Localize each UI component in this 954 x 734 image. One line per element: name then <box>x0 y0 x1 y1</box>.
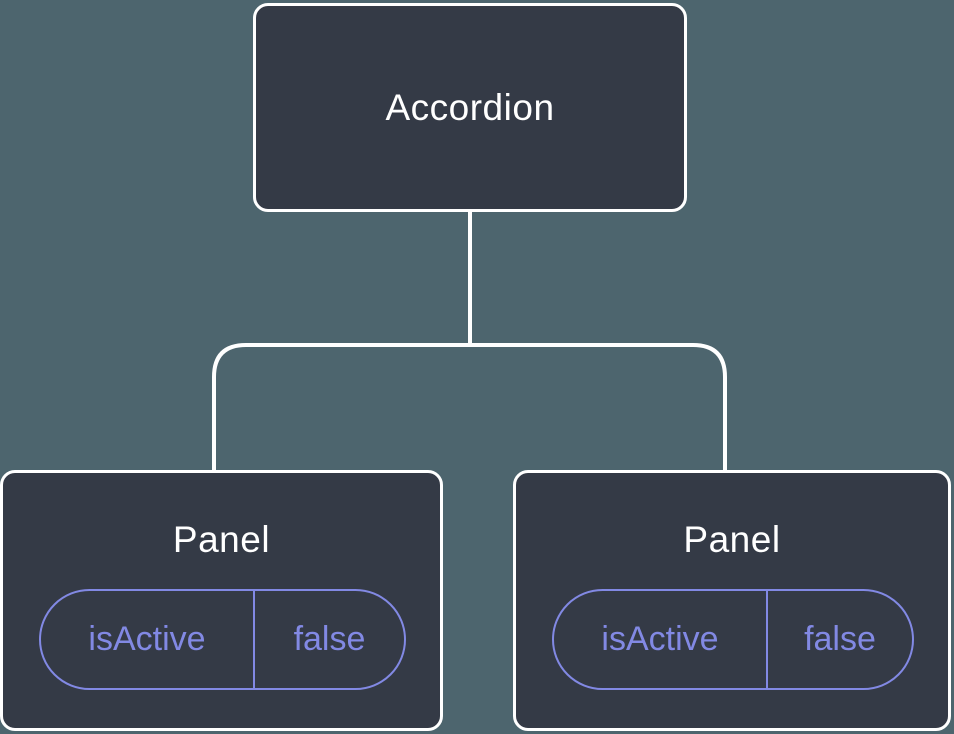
tree-node-accordion: Accordion <box>253 3 687 212</box>
state-value: false <box>804 620 876 658</box>
state-value: false <box>293 620 366 658</box>
state-key: isActive <box>554 591 768 688</box>
tree-node-panel-right: Panel isActive false <box>513 470 951 731</box>
state-pill: isActive false <box>39 589 406 690</box>
state-pill: isActive false <box>552 589 914 690</box>
tree-node-panel-left: Panel isActive false <box>0 470 443 731</box>
panel-node-label: Panel <box>683 519 781 560</box>
connector-branch-bracket <box>212 343 727 471</box>
accordion-node-label: Accordion <box>385 86 555 128</box>
state-key: isActive <box>41 591 255 688</box>
panel-node-label: Panel <box>172 519 271 560</box>
